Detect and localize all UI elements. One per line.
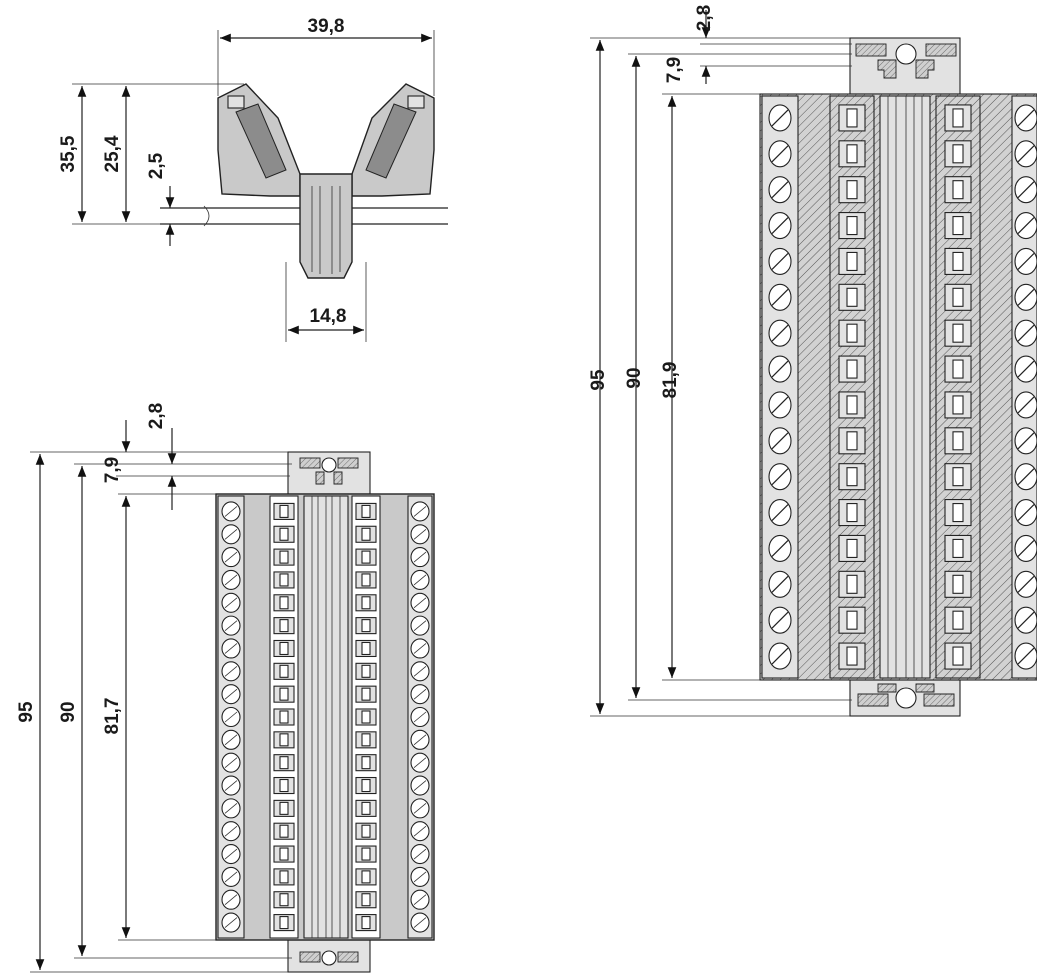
dim-small-offset: 7,9	[102, 457, 123, 483]
dim-side-inner: 25,4	[102, 135, 123, 172]
dim-side-width: 39,8	[308, 16, 345, 37]
dim-small-margin: 2,8	[146, 403, 167, 429]
dim-side-thickness: 2,5	[146, 152, 167, 179]
dim-side-height: 35,5	[58, 135, 79, 172]
dim-small-holes: 90	[58, 701, 79, 722]
mounting-hole	[321, 457, 337, 473]
side-view: 39,8 35,5 25,4 2,5 14,8	[58, 16, 448, 342]
top-view-small: 95 90 81,7 2,8 7,9	[16, 403, 435, 973]
mounting-hole	[895, 43, 917, 65]
dim-large-overall: 95	[588, 369, 609, 391]
top-view-large: 95 90 81,9 2,8 7,9	[588, 5, 1037, 717]
side-center-stem	[299, 173, 353, 279]
mounting-hole	[895, 687, 917, 709]
dim-large-margin: 2,8	[694, 5, 715, 31]
mounting-hole	[321, 950, 337, 966]
dim-side-bottom: 14,8	[310, 306, 347, 327]
dim-small-overall: 95	[16, 701, 37, 723]
dim-large-holes: 90	[624, 367, 645, 388]
dim-large-body: 81,9	[660, 362, 681, 399]
dim-large-offset: 7,9	[664, 57, 685, 83]
dim-small-body: 81,7	[102, 698, 123, 735]
